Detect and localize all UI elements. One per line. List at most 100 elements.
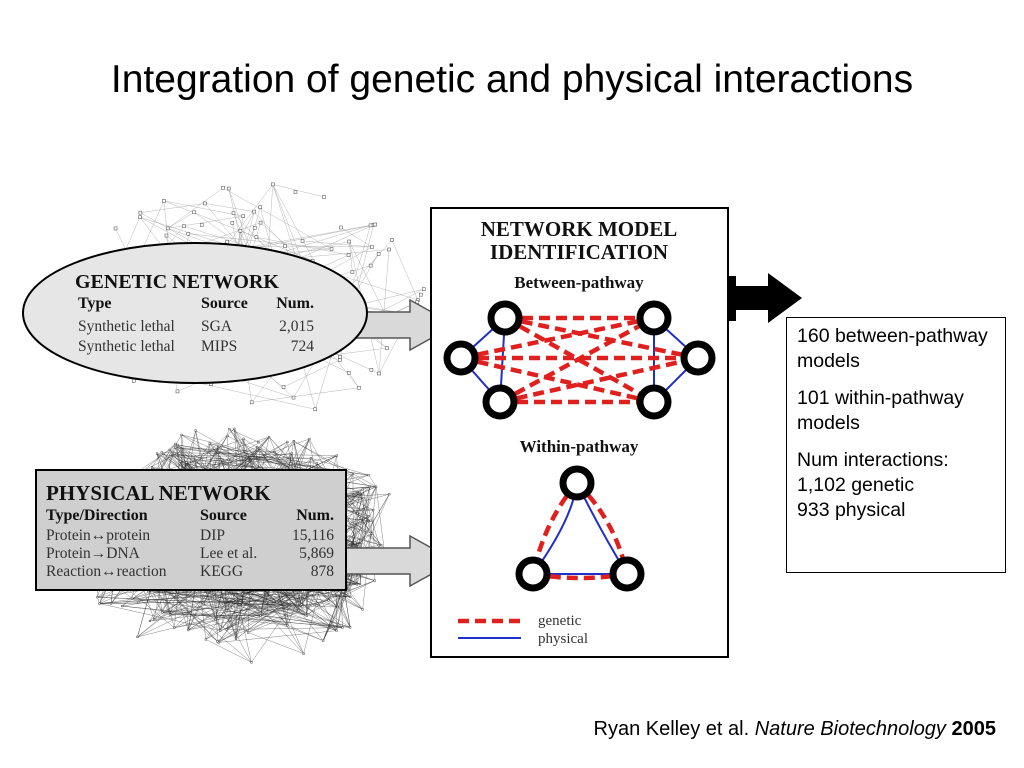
background-node <box>369 368 374 372</box>
physical-network-heading: PHYSICAL NETWORK <box>46 481 271 505</box>
node <box>482 384 518 420</box>
node <box>487 300 523 336</box>
background-node <box>335 629 338 632</box>
background-node <box>241 603 244 606</box>
genetic-row-1-type: Synthetic lethal <box>78 318 175 335</box>
citation-year: 2005 <box>951 718 997 740</box>
background-edge <box>253 211 286 247</box>
background-node <box>300 603 303 606</box>
background-node <box>187 628 190 632</box>
genetic-network-heading: GENETIC NETWORK <box>75 271 279 293</box>
background-node <box>225 240 229 244</box>
background-node <box>291 603 294 606</box>
physical-row-1-source: DIP <box>200 527 225 544</box>
background-node <box>273 451 276 454</box>
background-node <box>368 263 373 268</box>
background-edge <box>140 203 205 213</box>
summary-interactions-label: Num interactions: <box>797 449 949 471</box>
background-node <box>174 442 177 445</box>
summary-box: 160 between-pathway models 101 within-pa… <box>786 317 1006 573</box>
background-node <box>268 436 271 439</box>
background-node <box>388 493 391 496</box>
background-node <box>258 220 263 225</box>
background-node <box>199 223 204 227</box>
genetic-row-1-num: 2,015 <box>279 318 314 335</box>
node <box>609 556 645 592</box>
background-node <box>109 602 113 605</box>
background-node <box>131 597 134 600</box>
physical-col-source: Source <box>200 507 247 524</box>
background-node <box>185 461 188 464</box>
background-node <box>192 210 196 215</box>
background-node <box>138 215 142 219</box>
legend-physical-label: physical <box>538 631 588 647</box>
genetic-row-1-source: SGA <box>201 318 233 335</box>
background-node <box>225 609 228 612</box>
background-edge <box>151 452 162 468</box>
background-node <box>241 592 244 595</box>
background-edge <box>99 603 221 631</box>
background-node <box>335 454 338 457</box>
background-node <box>286 624 289 627</box>
background-node <box>361 488 364 491</box>
background-node <box>150 466 154 469</box>
background-node <box>309 457 313 460</box>
background-node <box>155 452 159 455</box>
background-node <box>174 446 177 449</box>
physical-row-2-num: 5,869 <box>299 545 334 562</box>
summary-between-models: 160 between-pathway models <box>797 325 988 372</box>
background-edge <box>353 491 360 537</box>
background-node <box>226 434 229 438</box>
background-node <box>180 448 183 452</box>
background-node <box>265 614 268 617</box>
background-node <box>203 201 207 206</box>
between-genetic-edges <box>460 315 699 405</box>
background-node <box>230 221 235 225</box>
background-node <box>264 599 268 602</box>
physical-row-2-type: Protein→DNA <box>46 545 141 562</box>
background-node <box>168 448 171 451</box>
citation-journal: Nature Biotechnology <box>754 718 946 740</box>
node <box>636 384 672 420</box>
within-pathway-label: Within-pathway <box>520 437 639 456</box>
background-node <box>327 599 330 602</box>
background-node <box>161 611 164 614</box>
between-pathway-model <box>443 300 716 420</box>
background-edge <box>205 639 252 663</box>
background-node <box>216 640 219 643</box>
background-node <box>283 244 287 248</box>
background-edge <box>234 428 248 456</box>
background-node <box>169 453 172 456</box>
background-node <box>368 485 371 488</box>
physical-row-2-source: Lee et al. <box>200 545 257 562</box>
within-nodes <box>515 465 645 592</box>
background-node <box>338 358 342 362</box>
background-edge <box>167 187 224 229</box>
background-node <box>359 582 362 586</box>
background-node <box>219 629 222 632</box>
genetic-col-source: Source <box>201 295 248 312</box>
within-pathway-model <box>515 465 645 592</box>
background-node <box>350 270 355 274</box>
summary-genetic-count: 1,102 genetic <box>797 474 915 496</box>
background-node <box>390 238 394 242</box>
background-node <box>300 239 305 243</box>
background-node <box>347 239 351 244</box>
background-node <box>360 541 363 544</box>
background-node <box>313 407 318 412</box>
background-node <box>352 535 355 538</box>
summary-within-models: 101 within-pathway models <box>797 387 964 434</box>
between-pathway-label: Between-pathway <box>514 273 644 292</box>
background-node <box>290 452 293 455</box>
genetic-network-callout: GENETIC NETWORK Type Source Num. Synthet… <box>22 242 368 384</box>
background-node <box>258 205 262 209</box>
background-node <box>351 472 354 475</box>
background-node <box>368 223 373 228</box>
background-node <box>137 601 140 604</box>
genetic-col-num: Num. <box>276 295 314 312</box>
background-node <box>347 371 351 375</box>
background-node <box>380 544 383 547</box>
background-node <box>419 292 423 297</box>
background-node <box>246 454 249 457</box>
